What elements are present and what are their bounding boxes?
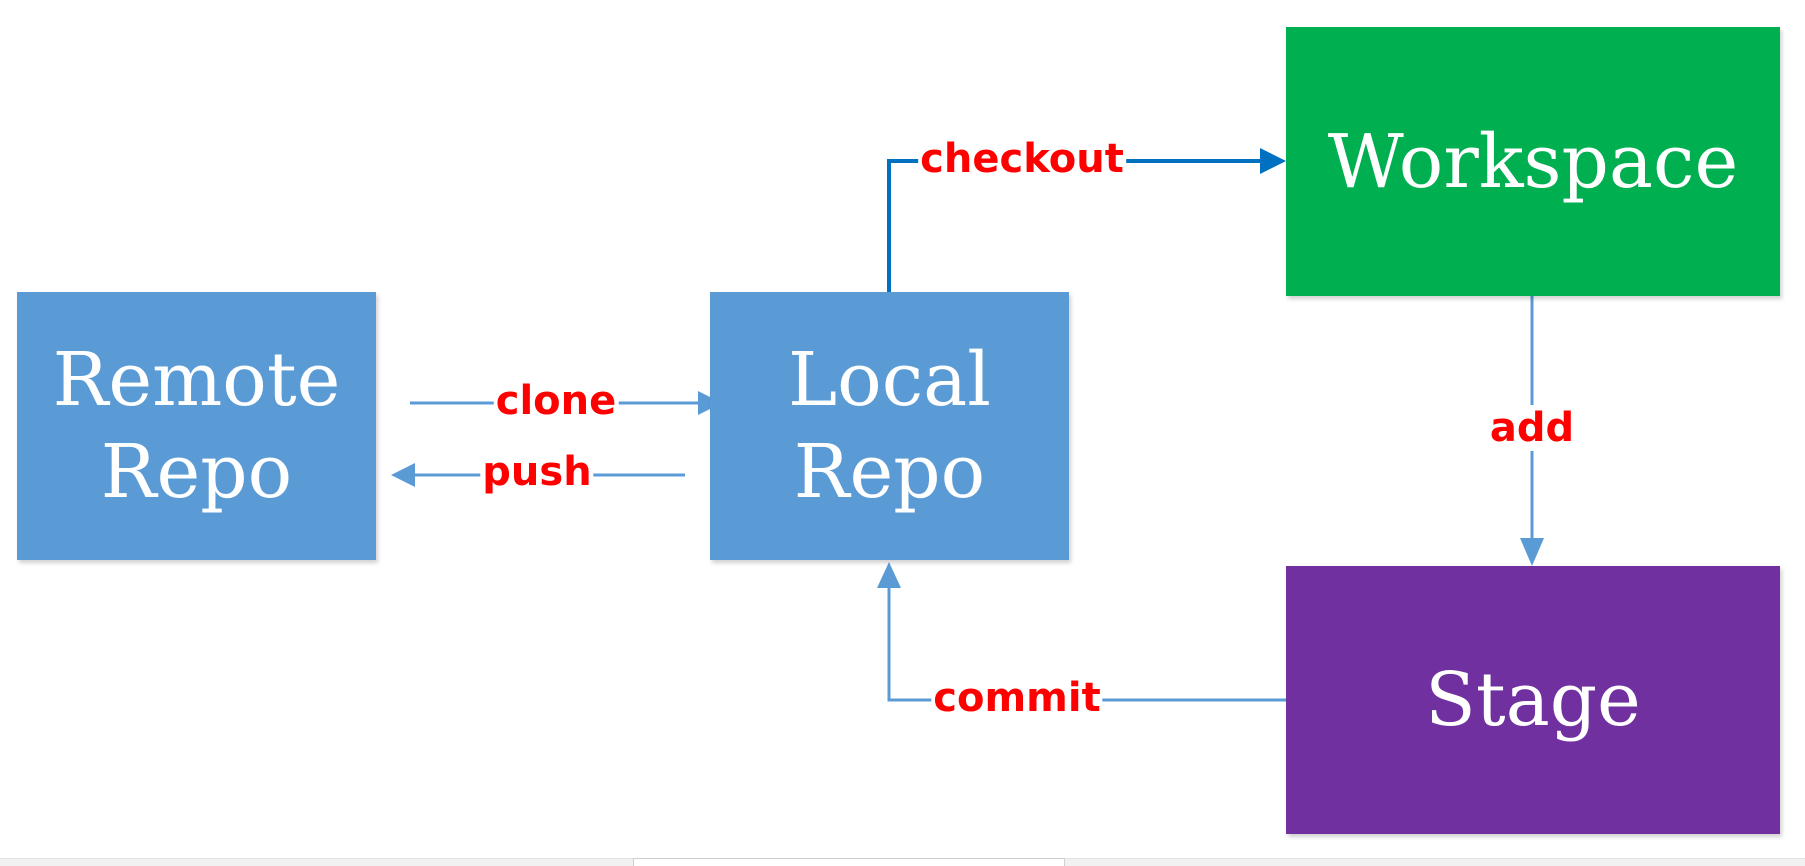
node-local-repo-line-2: Repo [793, 429, 986, 515]
bottom-strip-field [633, 858, 1065, 866]
edge-commit-arrowhead [877, 562, 901, 588]
node-local-repo: Local Repo [710, 292, 1069, 560]
node-remote-repo: Remote Repo [17, 292, 376, 560]
node-stage-line-1: Stage [1425, 657, 1641, 743]
edge-label-commit: commit [931, 675, 1103, 721]
node-remote-repo-line-1: Remote [52, 337, 341, 423]
edge-label-push: push [480, 449, 594, 495]
edge-add-arrowhead [1520, 538, 1544, 566]
edge-label-clone: clone [493, 378, 619, 424]
edge-push-arrowhead [391, 463, 415, 487]
edge-commit-line [887, 588, 1286, 702]
edge-label-add: add [1487, 405, 1577, 451]
node-local-repo-line-1: Local [788, 337, 991, 423]
node-stage: Stage [1286, 566, 1780, 834]
edge-checkout-line [887, 159, 1262, 292]
edge-checkout-arrowhead [1260, 148, 1286, 174]
node-remote-repo-line-2: Repo [100, 429, 293, 515]
node-workspace: Workspace [1286, 27, 1780, 296]
edge-label-checkout: checkout [918, 136, 1126, 182]
node-workspace-line-1: Workspace [1327, 118, 1739, 205]
